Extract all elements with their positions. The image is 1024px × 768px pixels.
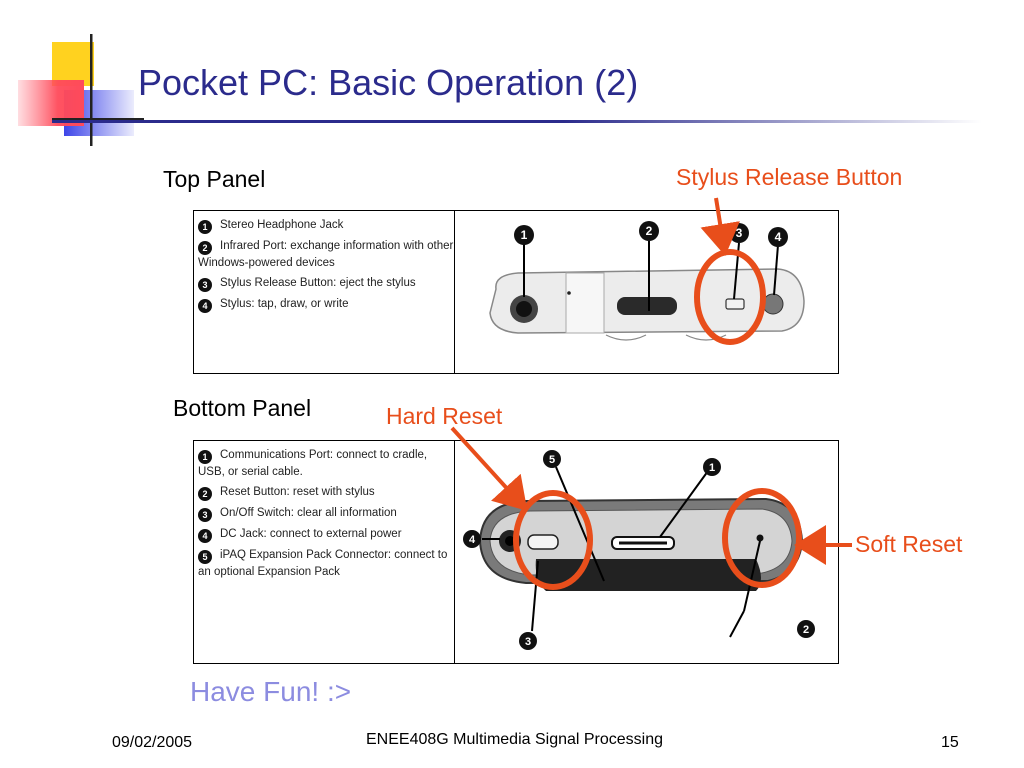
marker-2 [639, 221, 659, 241]
legend-number: 3 [198, 508, 212, 522]
legend-text: Communications Port: connect to cradle, … [198, 449, 428, 478]
legend-item: 1 Stereo Headphone Jack [198, 217, 454, 234]
stylus-release-callout: Stylus Release Button [676, 164, 903, 190]
marker-4-label: 4 [775, 230, 782, 244]
legend-text: Stylus: tap, draw, or write [220, 298, 349, 310]
marker-1 [514, 225, 534, 245]
bottom-panel-divider [454, 441, 455, 663]
legend-number: 4 [198, 299, 212, 313]
legend-number: 4 [198, 529, 212, 543]
power-switch-icon [527, 534, 559, 550]
hard-reset-callout: Hard Reset [386, 403, 503, 429]
legend-text: Stereo Headphone Jack [220, 219, 344, 231]
marker-1 [703, 458, 721, 476]
marker-5 [543, 450, 561, 468]
hard-reset-highlight [513, 490, 593, 590]
legend-item: 2 Reset Button: reset with stylus [198, 484, 454, 501]
legend-text: On/Off Switch: clear all information [220, 507, 397, 519]
legend-text: iPAQ Expansion Pack Connector: connect t… [198, 549, 448, 578]
marker-5-label: 5 [549, 454, 555, 466]
legend-text: DC Jack: connect to external power [220, 528, 402, 540]
closing-text: Have Fun! :> [190, 676, 352, 707]
footer-course: ENEE408G Multimedia Signal Processing [366, 731, 664, 748]
legend-item: 4 DC Jack: connect to external power [198, 526, 454, 543]
bottom-device-illustration: 4 5 1 2 3 [463, 450, 815, 650]
marker-1-label: 1 [709, 462, 715, 474]
marker-4-label: 4 [469, 534, 476, 546]
marker-4 [768, 227, 788, 247]
hard-reset-arrow [450, 426, 528, 511]
corner-logo-icon [18, 34, 144, 146]
marker-2-label: 2 [646, 224, 653, 238]
legend-text: Infrared Port: exchange information with… [198, 240, 454, 269]
marker-4 [463, 530, 481, 548]
title-underline [52, 120, 982, 123]
legend-number: 2 [198, 487, 212, 501]
top-panel-divider [454, 211, 455, 373]
legend-number: 5 [198, 550, 212, 564]
marker-2-label: 2 [803, 624, 809, 636]
stylus-release-highlight [694, 249, 766, 345]
infrared-port-icon [617, 297, 677, 315]
marker-3 [519, 632, 537, 650]
footer-page-number: 15 [941, 734, 959, 751]
bottom-panel-label: Bottom Panel [173, 395, 312, 421]
stylus-release-arrow [700, 197, 740, 256]
legend-text: Reset Button: reset with stylus [220, 486, 375, 498]
legend-item: 4 Stylus: tap, draw, or write [198, 296, 454, 313]
marker-3-label: 3 [525, 636, 531, 648]
marker-1-label: 1 [521, 228, 528, 242]
top-panel-label: Top Panel [163, 166, 266, 192]
page-title: Pocket PC: Basic Operation (2) [138, 62, 639, 103]
legend-number: 1 [198, 220, 212, 234]
legend-item: 3 Stylus Release Button: eject the stylus [198, 275, 454, 292]
legend-text: Stylus Release Button: eject the stylus [220, 277, 416, 289]
legend-item: 3 On/Off Switch: clear all information [198, 505, 454, 522]
legend-number: 3 [198, 278, 212, 292]
reset-button-icon [756, 534, 764, 542]
footer-date: 09/02/2005 [112, 734, 193, 751]
soft-reset-callout: Soft Reset [855, 531, 963, 557]
legend-number: 1 [198, 450, 212, 464]
soft-reset-highlight [722, 488, 802, 588]
marker-2 [797, 620, 815, 638]
legend-number: 2 [198, 241, 212, 255]
